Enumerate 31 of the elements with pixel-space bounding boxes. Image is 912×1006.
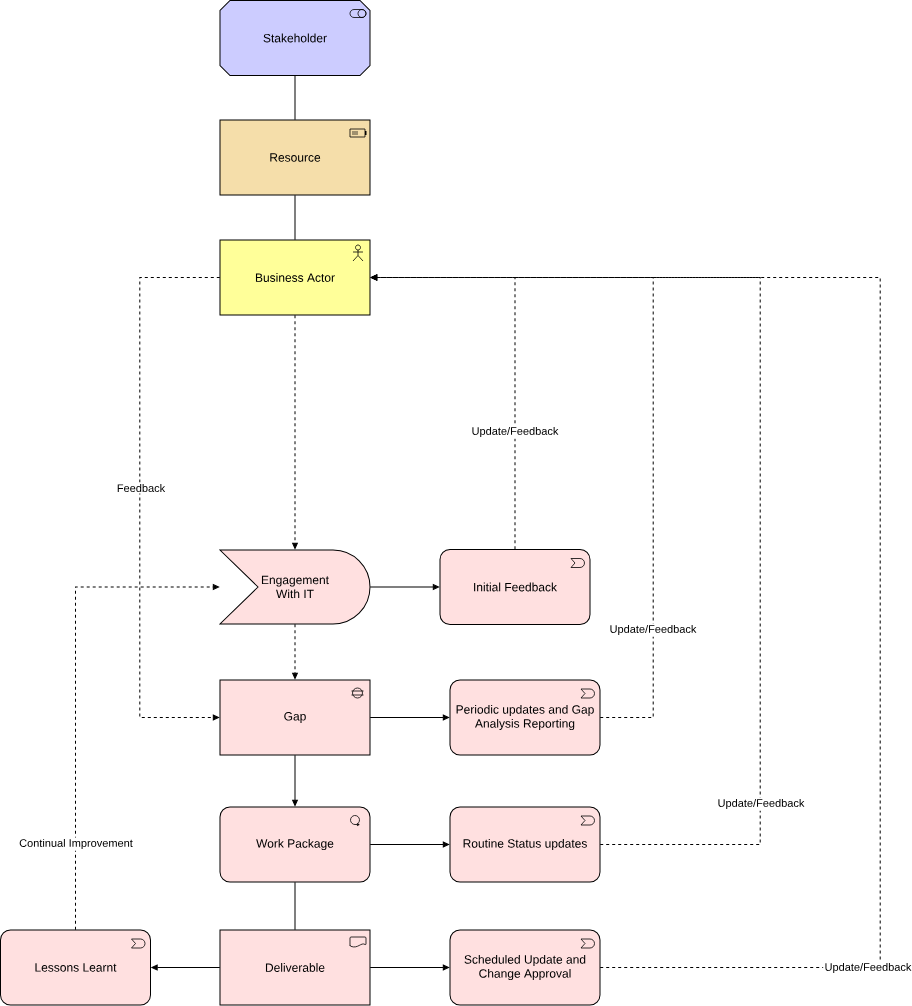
box: Deliverable bbox=[219, 929, 371, 1006]
rounded-box: Work Package bbox=[219, 806, 371, 883]
arrow bbox=[292, 754, 298, 807]
arrow bbox=[369, 964, 450, 971]
box: Gap bbox=[219, 679, 371, 756]
arrow bbox=[369, 841, 450, 848]
rounded-box: Routine Status updates bbox=[449, 806, 601, 883]
edge-label: Continual Improvement bbox=[17, 837, 135, 851]
dashed-arrow bbox=[292, 314, 298, 550]
box: Resource bbox=[219, 119, 371, 196]
dashed-arrow bbox=[370, 274, 881, 968]
edge-label: Update/Feedback bbox=[470, 425, 560, 439]
dashed-arrow bbox=[75, 584, 220, 931]
line bbox=[294, 881, 296, 931]
edge-label: Update/Feedback bbox=[823, 961, 912, 975]
box: Business Actor bbox=[219, 239, 371, 316]
rounded-box: Lessons Learnt bbox=[0, 929, 151, 1006]
dashed-arrow bbox=[292, 623, 298, 680]
arrow bbox=[369, 714, 450, 721]
arrow bbox=[369, 584, 440, 590]
rounded-box: Scheduled Update and Change Approval bbox=[449, 929, 601, 1006]
rounded-box: Periodic updates and Gap Analysis Reporting bbox=[449, 679, 601, 756]
chamfered-box: Stakeholder bbox=[219, 0, 371, 76]
edge-label: Update/Feedback bbox=[716, 797, 806, 811]
edge-label: Feedback bbox=[115, 482, 167, 494]
edge-label: Update/Feedback bbox=[608, 623, 698, 637]
line bbox=[294, 75, 296, 121]
rounded-box: Initial Feedback bbox=[439, 549, 591, 625]
arrow bbox=[151, 964, 221, 971]
line bbox=[294, 194, 296, 241]
dashed-arrow bbox=[139, 277, 221, 721]
